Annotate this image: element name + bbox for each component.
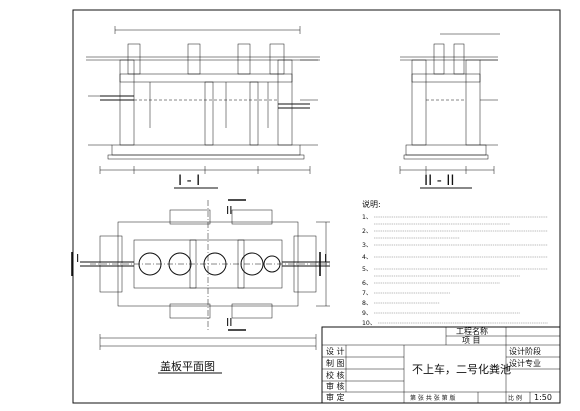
section-2-2 <box>399 33 500 174</box>
plan-marker-bottom: II <box>226 316 233 329</box>
section-1-1-label: I - I <box>178 173 200 189</box>
draw-label: 制 图 <box>326 358 345 368</box>
cover-plan <box>71 199 330 350</box>
item-label: 项 目 <box>462 336 481 345</box>
sheet-label: 第 张 共 张 第 版 <box>410 394 456 402</box>
plan-marker-top: II <box>226 204 233 217</box>
sheet-border <box>72 9 561 404</box>
approve-label: 审 定 <box>326 392 345 402</box>
note-item: 1、 <box>362 214 372 221</box>
plan-marker-right: I <box>324 252 327 265</box>
project-name-label: 工程名称 <box>456 326 488 336</box>
note-item: 6、 <box>362 280 372 287</box>
check-label: 校 核 <box>326 370 345 380</box>
review-label: 审 核 <box>326 381 345 391</box>
scale-label: 比 例 <box>508 394 522 402</box>
note-item: 2、 <box>362 228 372 235</box>
discipline-label: 设计专业 <box>509 358 541 368</box>
note-item: 4、 <box>362 254 372 261</box>
note-item: 7、 <box>362 290 372 297</box>
section-2-2-label: II - II <box>424 173 454 189</box>
note-item: 10、 <box>362 320 376 327</box>
note-item: 5、 <box>362 266 372 273</box>
section-1-1 <box>86 26 320 174</box>
drawing-title: 不上车，二号化粪池 <box>412 362 511 376</box>
note-item: 8、 <box>362 300 372 307</box>
notes-heading: 说明: <box>362 199 381 209</box>
stage-label: 设计阶段 <box>509 346 541 356</box>
note-item: 9、 <box>362 310 372 317</box>
title-block <box>321 326 561 404</box>
design-label: 设 计 <box>326 346 345 356</box>
plan-label: 盖板平面图 <box>160 359 215 373</box>
scale-value: 1:50 <box>534 393 552 402</box>
notes-block: 说明: 1、 2、 3、 4、 5、 6、 7、 8、 9、 10、 <box>362 199 548 327</box>
plan-marker-left: I <box>76 252 79 265</box>
note-item: 3、 <box>362 242 372 249</box>
